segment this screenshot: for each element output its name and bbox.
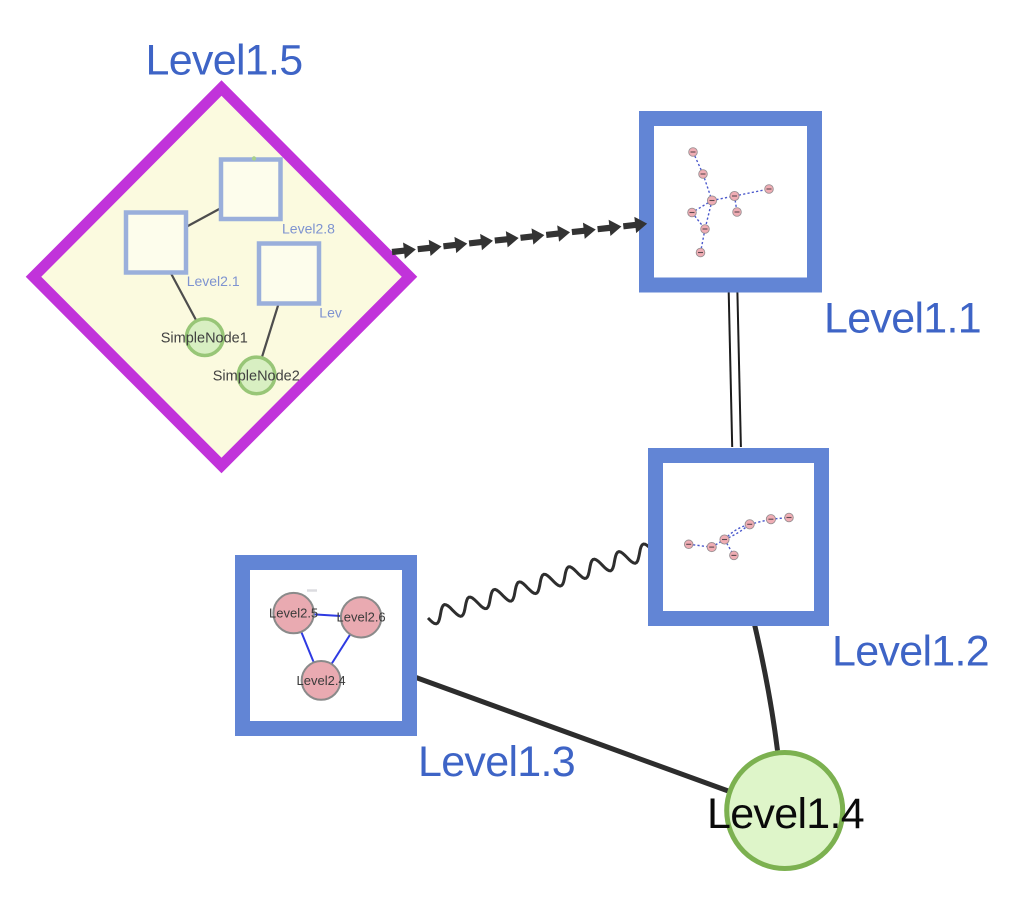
svg-text:SimpleNode2: SimpleNode2 — [213, 369, 300, 385]
svg-text:Level1.4: Level1.4 — [707, 790, 864, 838]
svg-text:Level1.5: Level1.5 — [146, 37, 303, 85]
svg-text:Level2.4: Level2.4 — [297, 673, 346, 688]
svg-text:Level1.1: Level1.1 — [824, 295, 981, 343]
svg-text:SimpleNode1: SimpleNode1 — [161, 331, 248, 347]
svg-text:Level2.6: Level2.6 — [337, 610, 386, 625]
svg-text:Level1.3: Level1.3 — [418, 738, 575, 786]
svg-text:Level2.1: Level2.1 — [187, 273, 240, 289]
svg-text:Level2.5: Level2.5 — [269, 606, 318, 621]
svg-text:Level1.2: Level1.2 — [832, 628, 989, 676]
svg-text:Lev: Lev — [319, 305, 342, 321]
svg-text:Level2.8: Level2.8 — [282, 221, 335, 237]
